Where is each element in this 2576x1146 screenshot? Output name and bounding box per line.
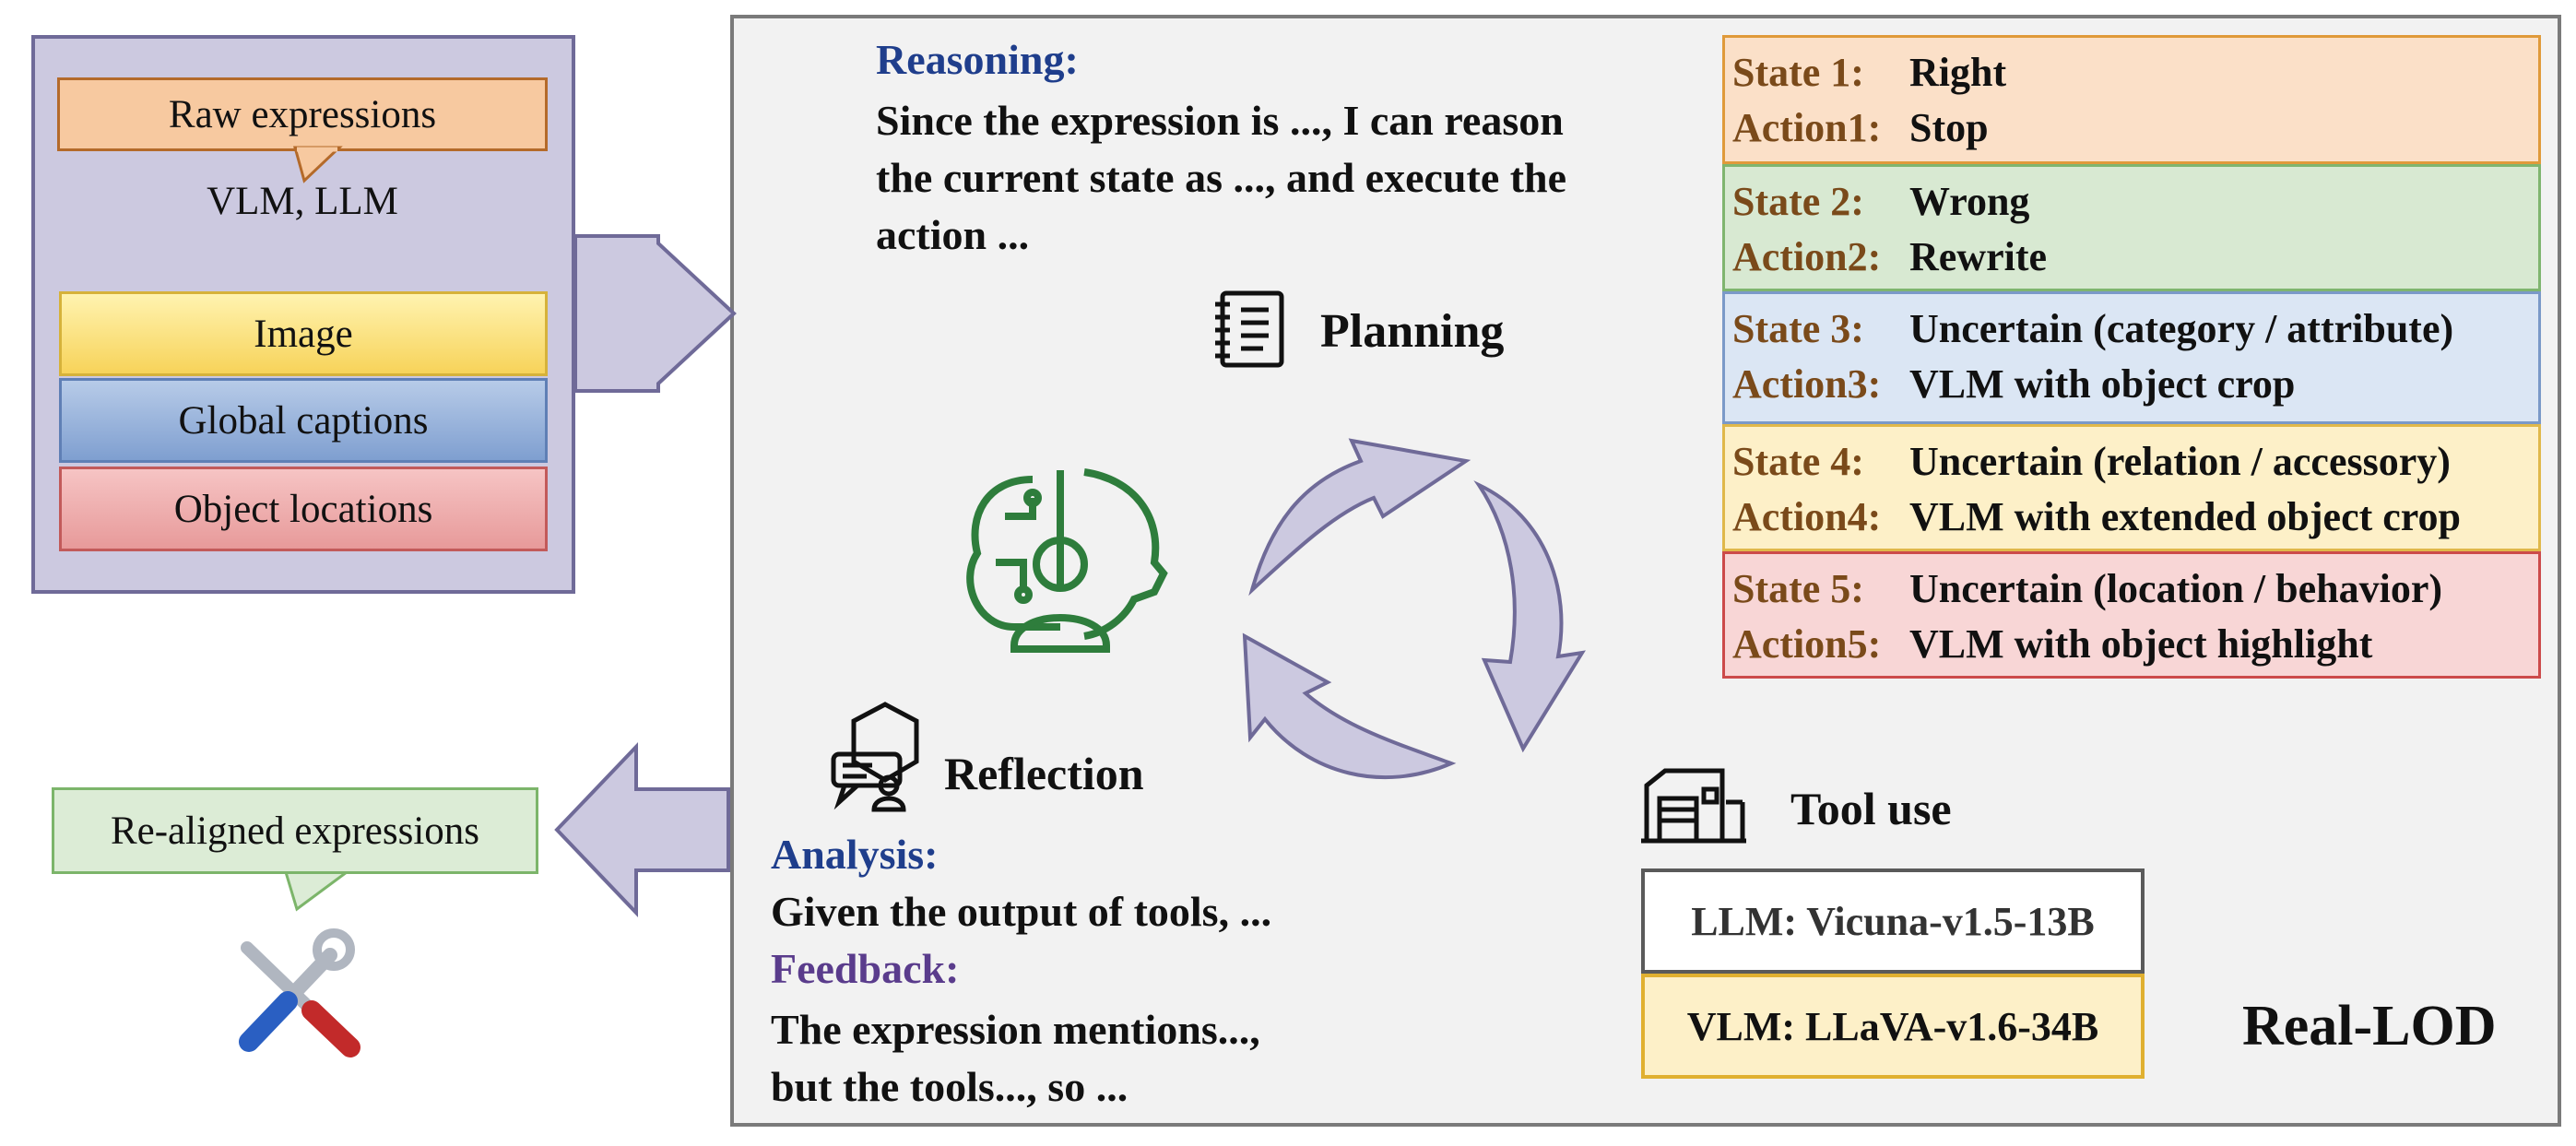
models-label: VLM, LLM	[207, 180, 398, 223]
cycle-arrow-left	[1242, 632, 1457, 780]
action-value-4: VLM with extended object crop	[1909, 494, 2461, 539]
cycle-arrow-right	[1473, 480, 1586, 753]
raw-expressions-bubble: Raw expressions	[57, 77, 548, 151]
raw-bubble-tail	[293, 146, 343, 183]
action-key-5: Action5:	[1732, 621, 1882, 667]
action-value-3: VLM with object crop	[1909, 361, 2296, 407]
realigned-expressions-bubble: Re-aligned expressions	[52, 787, 538, 874]
state-value-3: Uncertain (category / attribute)	[1909, 306, 2454, 351]
state-key-5: State 5:	[1732, 566, 1864, 611]
object-locations-label: Object locations	[173, 487, 433, 531]
state-row-3: State 3: Uncertain (category / attribute…	[1722, 291, 2541, 424]
image-label: Image	[254, 312, 353, 356]
realigned-bubble-tail	[283, 870, 351, 912]
state-value-4: Uncertain (relation / accessory)	[1909, 439, 2451, 484]
reasoning-line-1: Since the expression is ..., I can reaso…	[876, 97, 1564, 144]
action-key-1: Action1:	[1732, 105, 1882, 150]
tool-use-label: Tool use	[1790, 783, 1952, 834]
state-key-4: State 4:	[1732, 439, 1864, 484]
action-key-3: Action3:	[1732, 361, 1882, 407]
real-lod-label: Real-LOD	[2242, 995, 2497, 1057]
state-value-1: Right	[1909, 50, 2007, 95]
llm-tool-label: LLM: Vicuna-v1.5-13B	[1691, 898, 2095, 944]
output-arrow	[554, 742, 730, 917]
input-arrow	[573, 234, 737, 393]
state-row-1: State 1: Right Action1: Stop	[1722, 35, 2541, 164]
global-captions-row: Global captions	[59, 378, 548, 463]
image-row: Image	[59, 291, 548, 376]
chat-person-icon	[831, 702, 919, 812]
object-locations-row: Object locations	[59, 467, 548, 551]
feedback-line-2: but the tools..., so ...	[771, 1063, 1128, 1110]
brain-gear-person-icon	[966, 468, 1168, 653]
factory-icon	[1641, 768, 1746, 844]
planning-label: Planning	[1320, 305, 1505, 358]
action-key-4: Action4:	[1732, 494, 1882, 539]
tools-icon	[239, 928, 360, 1057]
action-value-2: Rewrite	[1909, 234, 2048, 279]
action-value-5: VLM with object highlight	[1909, 621, 2373, 667]
analysis-title: Analysis:	[771, 831, 939, 878]
vlm-tool-box: VLM: LLaVA-v1.6-34B	[1641, 974, 2145, 1079]
state-key-3: State 3:	[1732, 306, 1864, 351]
action-value-1: Stop	[1909, 105, 1989, 150]
cycle-arrow-top	[1248, 438, 1471, 597]
reasoning-line-3: action ...	[876, 211, 1030, 258]
state-value-2: Wrong	[1909, 179, 2030, 224]
llm-tool-box: LLM: Vicuna-v1.5-13B	[1641, 868, 2145, 974]
state-row-2: State 2: Wrong Action2: Rewrite	[1722, 164, 2541, 291]
realigned-expressions-label: Re-aligned expressions	[110, 809, 480, 853]
reasoning-title: Reasoning:	[876, 36, 1079, 83]
state-key-2: State 2:	[1732, 179, 1864, 224]
state-value-5: Uncertain (location / behavior)	[1909, 566, 2443, 611]
action-key-2: Action2:	[1732, 234, 1882, 279]
feedback-title: Feedback:	[771, 945, 960, 992]
reasoning-line-2: the current state as ..., and execute th…	[876, 154, 1567, 201]
global-captions-label: Global captions	[178, 398, 429, 443]
state-key-1: State 1:	[1732, 50, 1864, 95]
feedback-line-1: The expression mentions...,	[771, 1006, 1260, 1053]
vlm-tool-label: VLM: LLaVA-v1.6-34B	[1686, 1003, 2099, 1049]
reflection-label: Reflection	[944, 748, 1144, 799]
analysis-text: Given the output of tools, ...	[771, 888, 1272, 935]
raw-expressions-label: Raw expressions	[168, 92, 437, 136]
state-row-5: State 5: Uncertain (location / behavior)…	[1722, 551, 2541, 679]
cycle-arrows	[1242, 438, 1586, 780]
notebook-icon	[1215, 290, 1284, 368]
state-row-4: State 4: Uncertain (relation / accessory…	[1722, 424, 2541, 551]
